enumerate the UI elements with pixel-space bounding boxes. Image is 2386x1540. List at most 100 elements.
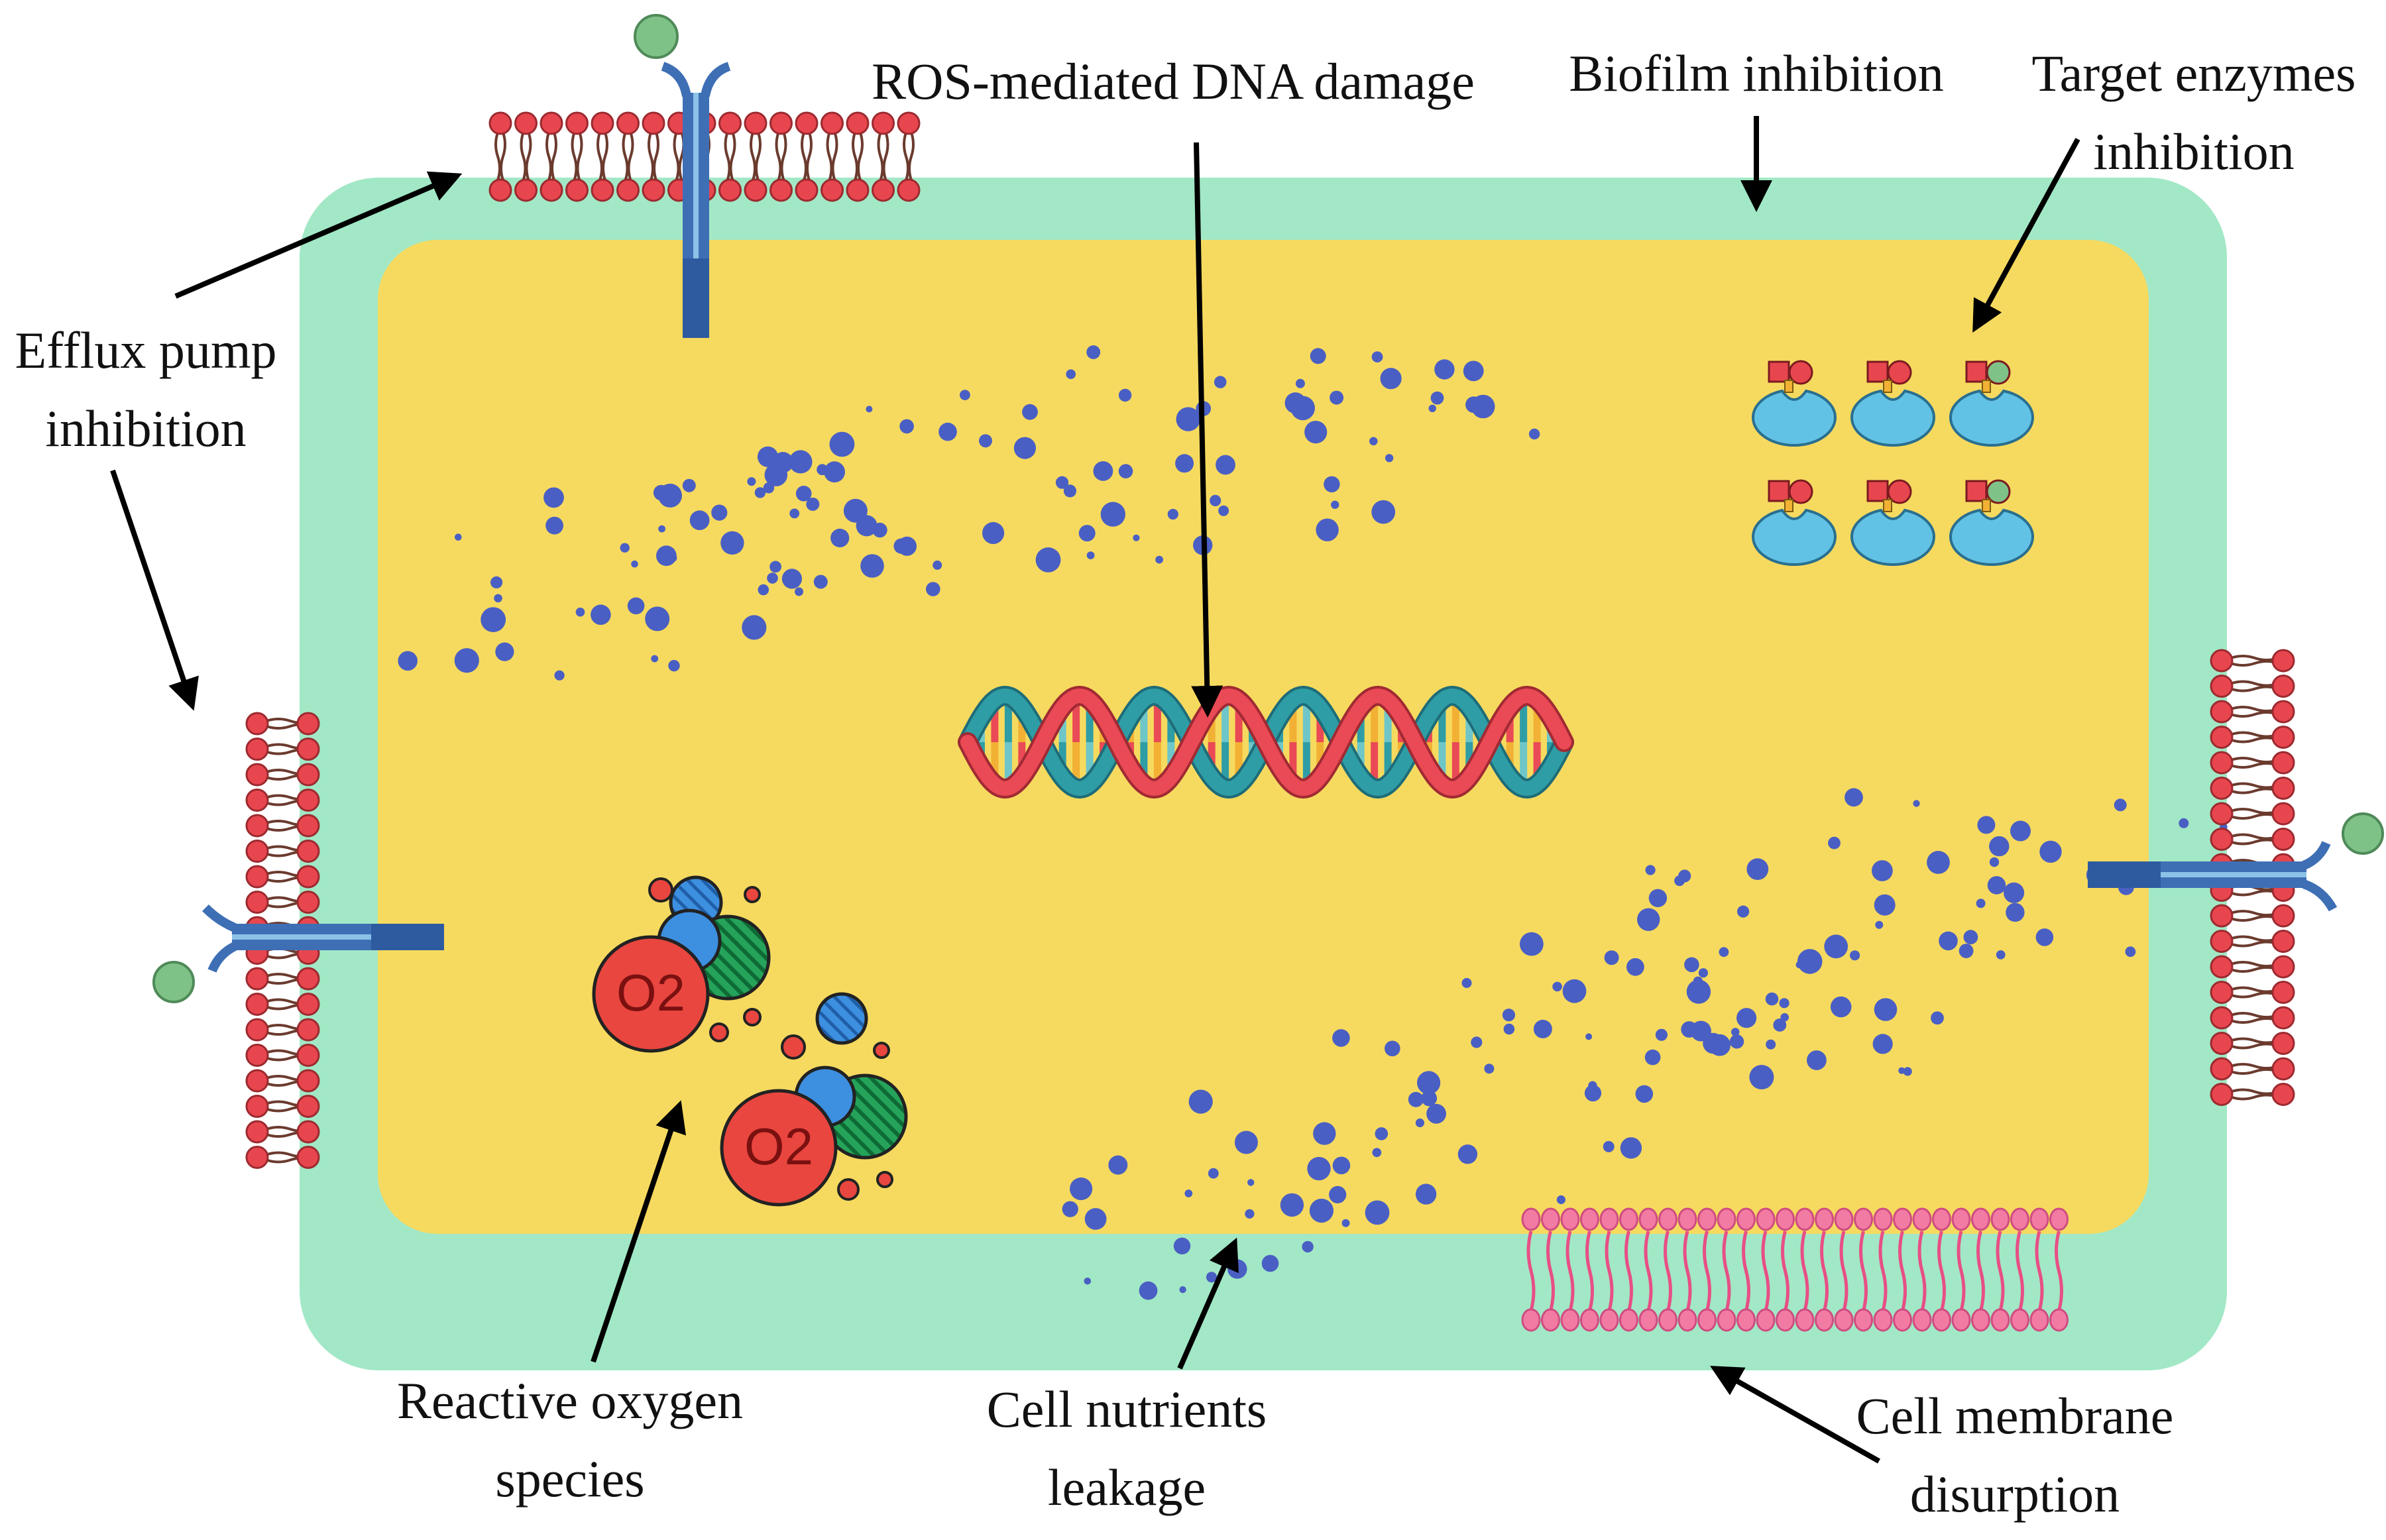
lipid-head (1717, 1308, 1736, 1332)
particle (829, 431, 855, 457)
particle (1118, 388, 1132, 402)
particle (1648, 889, 1668, 908)
lipid-head (1521, 1207, 1541, 1231)
lipid-head (1677, 1308, 1697, 1332)
lipid-head (1756, 1207, 1776, 1231)
particle (1426, 1103, 1447, 1124)
particle (1417, 1071, 1441, 1095)
lipid-tail (775, 132, 782, 181)
binding-block (1883, 499, 1892, 512)
particle (1931, 1011, 1944, 1025)
lipid-head (2271, 700, 2295, 724)
enzyme-complex (1949, 479, 2035, 566)
lipid-head (296, 891, 320, 914)
particle (1779, 998, 1790, 1009)
particle (1415, 1118, 1424, 1128)
lipid-head (897, 111, 921, 135)
label-efflux-pump: Efflux pump inhibition (15, 321, 277, 457)
lipid-tail (2230, 711, 2279, 718)
lipid-head (2271, 955, 2295, 979)
arrow-dna (1191, 142, 1223, 718)
lipid-head (1951, 1308, 1971, 1332)
particle (1830, 996, 1852, 1018)
particle (1620, 1137, 1642, 1159)
lipid-head (1638, 1308, 1658, 1332)
lipid-head (1795, 1308, 1815, 1332)
particle (689, 510, 710, 530)
lipid-tail (2230, 1017, 2279, 1024)
particle (2006, 903, 2025, 922)
lipid-tail (780, 132, 787, 181)
lipid-head (1893, 1207, 1912, 1231)
inhibitor-square (1965, 360, 1988, 383)
efflux-pump-top (661, 62, 731, 338)
dna-double-helix (958, 685, 1574, 799)
lipid-head (2049, 1207, 2069, 1231)
lipid-head (245, 738, 269, 761)
particle (1013, 437, 1036, 459)
arrow-nutrients (1177, 1237, 1239, 1370)
particle (1320, 1132, 1328, 1141)
lipid-head (872, 178, 895, 202)
lipid-head (2271, 1057, 2295, 1081)
lipid-head (245, 1044, 269, 1067)
lipid-head (2210, 726, 2234, 749)
particle (1329, 1185, 1347, 1203)
particle (1108, 1155, 1128, 1175)
particle (742, 615, 767, 640)
particle (1484, 1064, 1495, 1074)
particle (1218, 505, 1229, 516)
particle (1022, 404, 1038, 420)
lipid-tail (2230, 1037, 2279, 1044)
particle (1093, 461, 1113, 481)
lipid-head (769, 178, 793, 202)
lipid-head (2010, 1308, 2029, 1332)
lipid-head (1912, 1308, 1932, 1332)
lipid-head (245, 1018, 269, 1042)
arrow-membrane (1710, 1366, 1880, 1464)
lipid-tail (1820, 1231, 1829, 1311)
particle (1875, 920, 1884, 929)
particle (1332, 1029, 1350, 1047)
lipid-head (296, 789, 320, 812)
lipid-head (2271, 675, 2295, 698)
lipid-tail (576, 132, 583, 181)
lipid-head (846, 111, 870, 135)
particle (1698, 968, 1708, 978)
substrate-circle (1986, 479, 2011, 504)
inhibitor-square (1866, 360, 1889, 383)
lipid-head (1873, 1207, 1893, 1231)
lipid-tail (622, 132, 629, 181)
lipid-tail (1585, 1231, 1594, 1311)
particle (1736, 1008, 1757, 1028)
particle (795, 587, 803, 596)
particle (1585, 1033, 1593, 1040)
particle (554, 670, 565, 681)
lipid-tail (2230, 915, 2279, 922)
lipid-head (2210, 981, 2234, 1004)
lipid-tail (1624, 1231, 1633, 1311)
particle (1939, 931, 1958, 951)
binding-block (1784, 499, 1793, 512)
particle (2039, 840, 2062, 863)
lipid-head (245, 712, 269, 736)
lipid-head (2210, 1057, 2234, 1081)
particle (860, 554, 884, 578)
lipid-head (1599, 1207, 1619, 1231)
particle (1307, 1156, 1331, 1181)
lipid-head (565, 111, 589, 135)
lipid-tail (2230, 961, 2279, 967)
particle (575, 607, 585, 617)
lipid-head (514, 111, 538, 135)
particle (1913, 800, 1920, 807)
particle (1996, 950, 2006, 960)
particle (454, 648, 479, 673)
enzyme-complex (1751, 479, 1837, 566)
particle (1208, 1168, 1219, 1179)
lipid-head (1854, 1207, 1873, 1231)
lipid-tail (1565, 1231, 1575, 1311)
particle (1603, 1140, 1615, 1152)
lipid-head (540, 178, 563, 202)
lipid-tail (852, 132, 858, 181)
particle (1086, 345, 1101, 359)
